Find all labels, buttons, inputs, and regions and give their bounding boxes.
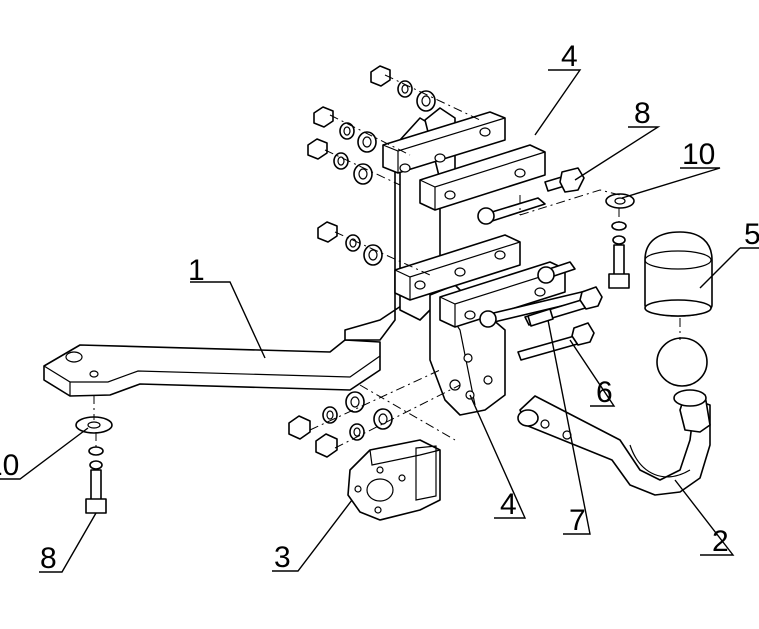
- part-1-side-bar: [43, 339, 381, 397]
- nut-row-2: [313, 106, 377, 153]
- callout-3: 3: [274, 541, 291, 574]
- part-2-tow-ball-neck: [517, 337, 711, 496]
- lower-nut-washer-stack: [288, 391, 393, 458]
- part-8-upper-bolt: [544, 167, 585, 193]
- callout-2: 2: [712, 525, 729, 558]
- callout-5: 5: [744, 218, 759, 251]
- nut-row-1: [370, 65, 436, 112]
- nut-row-3: [307, 138, 373, 185]
- callout-7: 7: [569, 504, 586, 537]
- part-4-upper-plate: [382, 111, 546, 211]
- callout-10-left: 10: [0, 449, 19, 482]
- upper-nut-washer-stack: [307, 65, 436, 266]
- part-4-lower-plate: [394, 234, 566, 328]
- part-5-ball-cap: [644, 231, 713, 317]
- assembly-centerlines: [93, 74, 681, 449]
- part-7-spacer-bolt: [524, 286, 603, 327]
- callout-1: 1: [188, 254, 205, 287]
- callout-6: 6: [596, 376, 613, 409]
- leader-lines: [0, 69, 759, 573]
- frame-bolts: [477, 197, 596, 328]
- left-bolt-stack: [75, 416, 113, 514]
- callout-10-top: 10: [682, 138, 715, 171]
- callout-4-bottom: 4: [500, 488, 517, 521]
- callout-labels: 1 4 8 10 5 6 4 7 2 3 8 10: [0, 40, 759, 575]
- right-bolt-stack: [605, 193, 635, 289]
- part-3-socket-plate: [347, 439, 441, 521]
- nut-row-4: [317, 221, 383, 266]
- part-6-long-bolt: [517, 322, 595, 361]
- callout-8-top: 8: [634, 97, 651, 130]
- callout-4-top: 4: [561, 40, 578, 73]
- callout-8-bottom: 8: [40, 542, 57, 575]
